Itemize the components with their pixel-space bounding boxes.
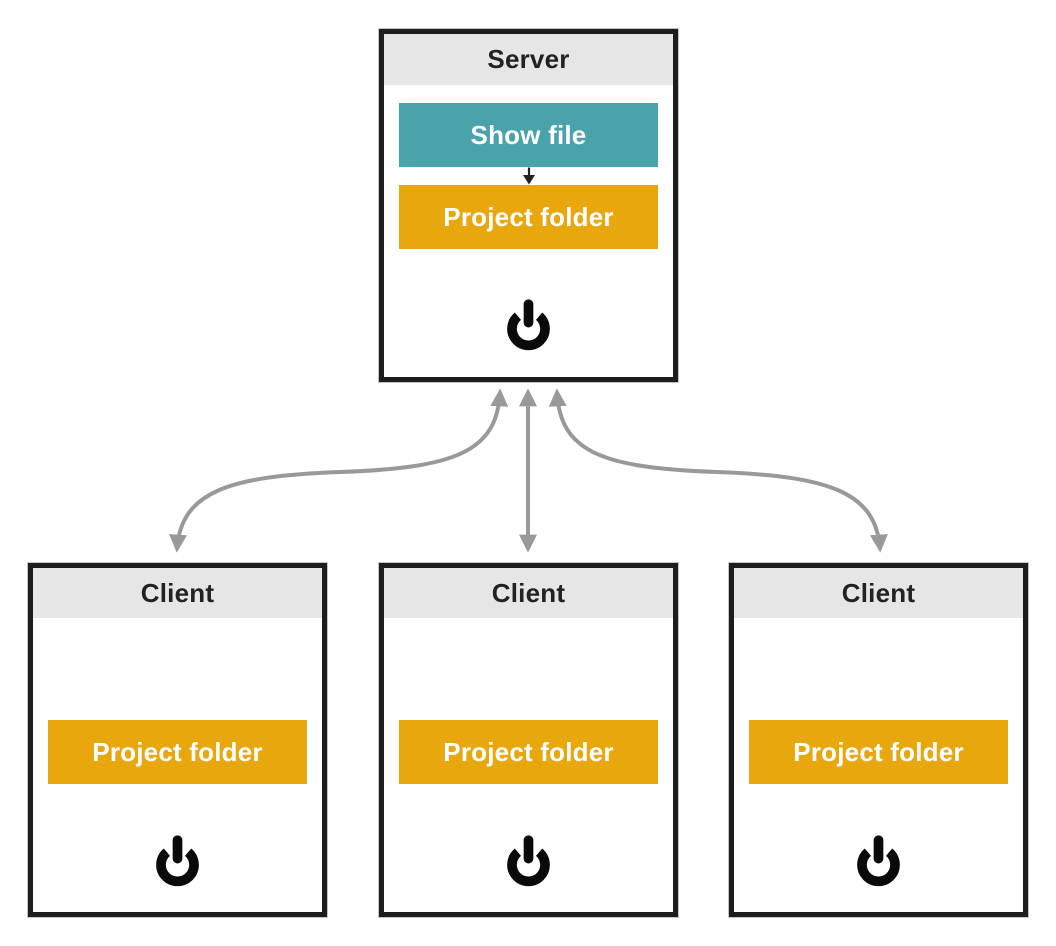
project-folder-button: Project folder [48, 720, 307, 784]
show-file-button: Show file [399, 103, 658, 167]
project-folder-button: Project folder [399, 720, 658, 784]
server-box: Server Show file Project folder [379, 29, 678, 382]
power-icon [156, 835, 199, 887]
server-title: Server [384, 34, 673, 85]
client-box: Client Project folder [379, 563, 678, 917]
client-box: Client Project folder [729, 563, 1028, 917]
power-icon [507, 835, 550, 887]
bidirectional-arrow-icon-left [169, 388, 509, 553]
bidirectional-arrow-icon-right [548, 388, 888, 553]
power-icon [857, 835, 900, 887]
project-folder-button: Project folder [399, 185, 658, 249]
client-title: Client [384, 568, 673, 618]
power-icon [507, 299, 550, 351]
client-title: Client [734, 568, 1023, 618]
client-title: Client [33, 568, 322, 618]
project-folder-button: Project folder [749, 720, 1008, 784]
down-arrow-icon [522, 167, 535, 185]
client-box: Client Project folder [28, 563, 327, 917]
